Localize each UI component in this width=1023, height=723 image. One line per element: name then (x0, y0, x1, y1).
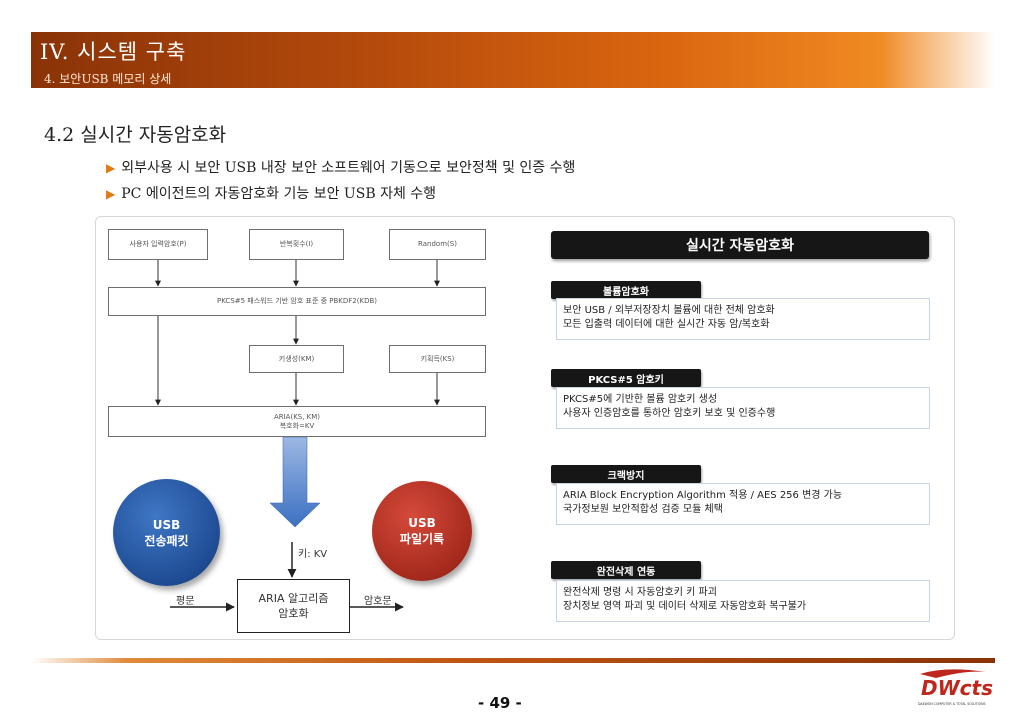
usb-file-circle: USB 파일기록 (372, 481, 472, 581)
card-line: 모든 입출력 데이터에 대한 실시간 자동 암/복호화 (563, 319, 770, 330)
usb-packet-circle: USB 전송패킷 (113, 479, 220, 586)
box-pkcs5-pbkdf2: PKCS#5 패스워드 기반 암호 표준 중 PBKDF2(KDB) (108, 287, 486, 316)
bullet-text: PC 에이전트의 자동암호화 기능 보안 USB 자체 수행 (121, 186, 437, 202)
page-subtitle: 4. 보안USB 메모리 상세 (44, 72, 172, 86)
card-crack-prevention: ARIA Block Encryption Algorithm 적용 / AES… (556, 483, 930, 525)
header-banner (31, 32, 995, 88)
bullet-arrow-icon: ▶ (106, 161, 116, 175)
box-iteration-count: 반복횟수(I) (249, 229, 344, 260)
tag-secure-delete: 완전삭제 연동 (551, 561, 701, 579)
card-line: 국가정보원 보안적합성 검증 모듈 체택 (563, 504, 723, 515)
plaintext-label: 평문 (176, 596, 195, 607)
card-line: ARIA Block Encryption Algorithm 적용 / AES… (563, 490, 843, 501)
bullet-2: ▶ PC 에이전트의 자동암호화 기능 보안 USB 자체 수행 (106, 183, 436, 203)
box-aria-decrypt: ARIA(KS, KM) 복호화=KV (108, 406, 486, 437)
aria-line-2: 복호화=KV (279, 421, 315, 430)
card-pkcs5-key: PKCS#5에 기반한 볼륨 암호키 생성 사용자 인증암호를 통하안 암호키 … (556, 387, 930, 429)
logo-text: DWcts (921, 676, 993, 700)
box-user-password: 사용자 입력암호(P) (108, 229, 208, 260)
card-line: 사용자 인증암호를 통하안 암호키 보호 및 인증수행 (563, 408, 776, 419)
page-title: IV. 시스템 구축 (40, 40, 187, 64)
tag-volume-encryption: 볼륨암호화 (551, 281, 701, 299)
right-title: 실시간 자동암호화 (551, 231, 929, 259)
card-line: 장치정보 영역 파괴 및 데이터 삭제로 자동암호화 복구불가 (563, 601, 807, 612)
tag-crack-prevention: 크랙방지 (551, 465, 701, 483)
box-key-acquisition: 키획득(KS) (389, 345, 486, 373)
key-kv-label: 키: KV (298, 549, 328, 560)
section-heading: 4.2 실시간 자동암호화 (44, 124, 227, 146)
dwcts-logo-icon: DWcts DAEWON COMPUTER & TOTAL SOLUTIONS (918, 669, 993, 706)
logo-caption: DAEWON COMPUTER & TOTAL SOLUTIONS (918, 702, 986, 706)
card-secure-delete: 완전삭제 명령 시 자동암호키 키 파괴 장치정보 영역 파괴 및 데이터 삭제… (556, 580, 930, 622)
bullet-arrow-icon: ▶ (106, 187, 116, 201)
card-volume-encryption: 보안 USB / 외부저장장치 볼륨에 대한 전체 암호화 모든 입출력 데이터… (556, 298, 930, 340)
aria-algorithm-box: ARIA 알고리즘 암호화 (237, 579, 350, 633)
ciphertext-label: 암호문 (364, 596, 392, 607)
card-line: 완전삭제 명령 시 자동암호키 키 파괴 (563, 587, 717, 598)
box-key-generation: 키생성(KM) (249, 345, 344, 373)
aria-line-1: ARIA(KS, KM) (273, 412, 321, 421)
box-random-salt: Random(S) (389, 229, 486, 260)
card-line: 보안 USB / 외부저장장치 볼륨에 대한 전체 암호화 (563, 305, 775, 316)
footer-divider (31, 658, 995, 663)
bullet-text: 외부사용 시 보안 USB 내장 보안 소프트웨어 기동으로 보안정책 및 인증… (121, 160, 576, 176)
bullet-1: ▶ 외부사용 시 보안 USB 내장 보안 소프트웨어 기동으로 보안정책 및 인… (106, 157, 575, 177)
card-line: PKCS#5에 기반한 볼륨 암호키 생성 (563, 394, 718, 405)
tag-pkcs5-key: PKCS#5 암호키 (551, 369, 701, 387)
page-number: - 49 - (478, 694, 522, 712)
